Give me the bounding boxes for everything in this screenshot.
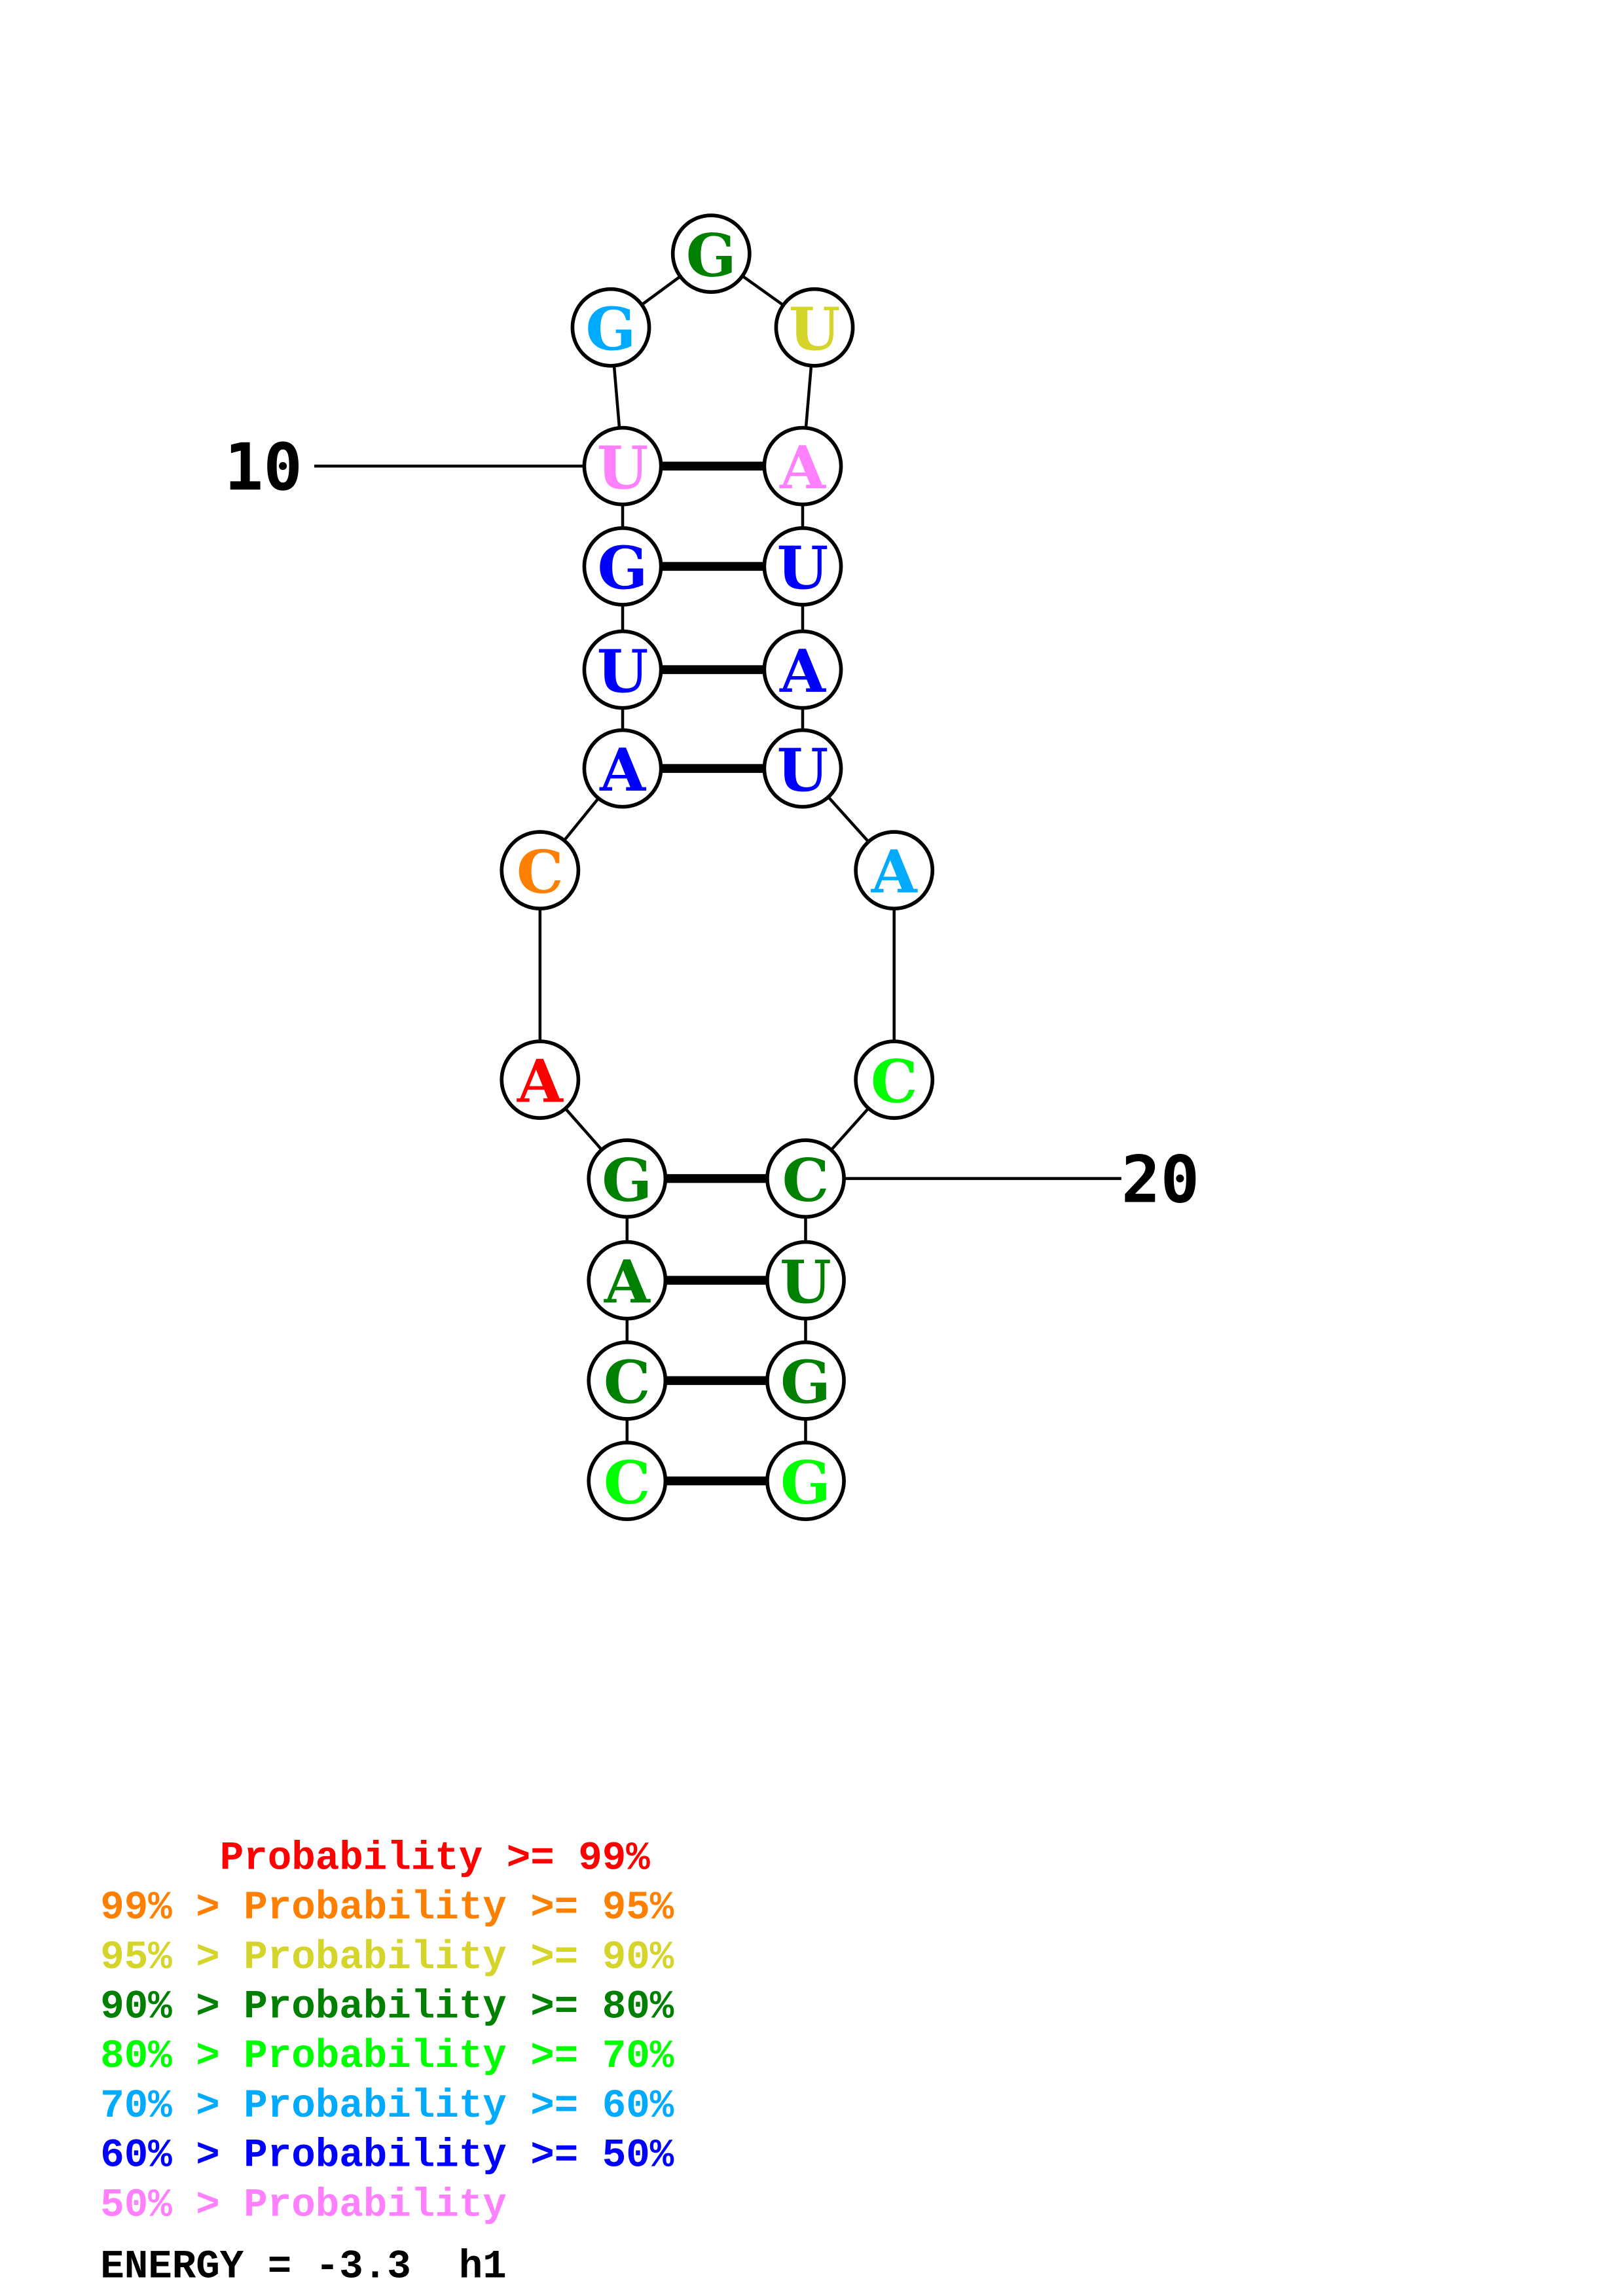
nucleotide-base: G (598, 533, 648, 603)
nucleotide-7: A (582, 728, 663, 809)
nucleotide-circle (762, 526, 843, 607)
nucleotide-12: G (670, 213, 752, 295)
nucleotide-base: G (686, 221, 737, 290)
nucleotide-10: U (582, 425, 663, 507)
legend-entry: 90% > Probability >= 80% (100, 1985, 674, 2030)
nucleotide-circle (587, 1340, 668, 1421)
position-label: 10 (225, 430, 302, 505)
nucleotide-19: C (854, 1039, 935, 1121)
probability-legend: Probability >= 99% 99% > Probability >= 9… (100, 1836, 674, 2228)
nucleotide-base: C (604, 1448, 651, 1517)
nucleotide-base: C (871, 1047, 918, 1116)
nucleotide-circle (765, 1340, 846, 1421)
nucleotide-circle (582, 526, 663, 607)
base-pairs (623, 461, 806, 1486)
nucleotide-18: A (854, 830, 935, 911)
nucleotide-4: G (587, 1138, 668, 1219)
legend-entry: 95% > Probability >= 90% (100, 1935, 674, 1981)
energy-label: ENERGY = -3.3 h1 (100, 2245, 507, 2290)
nucleotide-base: A (779, 637, 826, 706)
nucleotide-base: U (780, 1247, 831, 1317)
nucleotide-2: C (587, 1340, 668, 1421)
nucleotide-base: G (780, 1348, 831, 1417)
nucleotide-base: G (602, 1145, 652, 1215)
nucleotide-base: G (780, 1448, 831, 1517)
nucleotide-circle (582, 425, 663, 507)
nucleotide-3: A (587, 1240, 668, 1321)
nucleotide-6: C (500, 830, 581, 911)
legend-entry: Probability >= 99% (100, 1836, 650, 1881)
nucleotide-circle (765, 1138, 846, 1219)
nucleotide-circle (500, 1039, 581, 1121)
nucleotide-base: U (777, 533, 829, 603)
position-label: 20 (1122, 1143, 1199, 1218)
nucleotide-base: G (586, 295, 636, 364)
nucleotide-21: U (765, 1240, 846, 1321)
nucleotide-17: U (762, 728, 843, 809)
nucleotide-base: A (517, 1047, 564, 1116)
nucleotide-16: A (762, 629, 843, 710)
nucleotide-circle (854, 830, 935, 911)
nucleotide-1: C (587, 1441, 668, 1522)
nucleotide-circle (587, 1441, 668, 1522)
nucleotide-20: C (765, 1138, 846, 1219)
legend-entry: 60% > Probability >= 50% (100, 2134, 674, 2179)
nucleotide-circle (582, 629, 663, 710)
legend-entry: 99% > Probability >= 95% (100, 1886, 674, 1931)
legend-entry: 80% > Probability >= 70% (100, 2034, 674, 2079)
nucleotide-14: A (762, 425, 843, 507)
nucleotide-base: U (597, 637, 649, 706)
position-labels: 10 20 (225, 430, 1200, 1218)
nucleotide-base: C (517, 837, 564, 906)
nucleotide-base: C (604, 1348, 651, 1417)
nucleotide-circle (762, 728, 843, 809)
nucleotide-22: G (765, 1340, 846, 1421)
nucleotide-circle (570, 287, 651, 368)
nucleotide-circle (587, 1240, 668, 1321)
nucleotide-circle (587, 1138, 668, 1219)
legend-entry: 70% > Probability >= 60% (100, 2084, 674, 2129)
nucleotide-8: U (582, 629, 663, 710)
nucleotide-base: C (782, 1145, 830, 1215)
nucleotide-circle (500, 830, 581, 911)
nucleotide-circle (774, 287, 855, 368)
nucleotide-circle (582, 728, 663, 809)
nucleotide-circle (765, 1441, 846, 1522)
legend-entry: 50% > Probability (100, 2183, 507, 2228)
nucleotide-circle (670, 213, 752, 295)
nucleotide-13: U (774, 287, 855, 368)
nucleotide-base: A (779, 433, 826, 503)
nucleotide-15: U (762, 526, 843, 607)
nucleotide-base: U (777, 736, 829, 805)
nucleotide-base: A (871, 837, 918, 906)
nucleotide-base: U (789, 295, 841, 364)
nucleotide-circle (762, 629, 843, 710)
nucleotide-base: A (599, 736, 646, 805)
nucleotide-circle (762, 425, 843, 507)
nucleotide-11: G (570, 287, 651, 368)
nucleotide-circle (765, 1240, 846, 1321)
nucleotide-circle (854, 1039, 935, 1121)
nucleotide-base: U (597, 433, 649, 503)
nucleotide-23: G (765, 1441, 846, 1522)
nucleotide-9: G (582, 526, 663, 607)
nucleotide-5: A (500, 1039, 581, 1121)
nucleotide-base: A (604, 1247, 651, 1317)
